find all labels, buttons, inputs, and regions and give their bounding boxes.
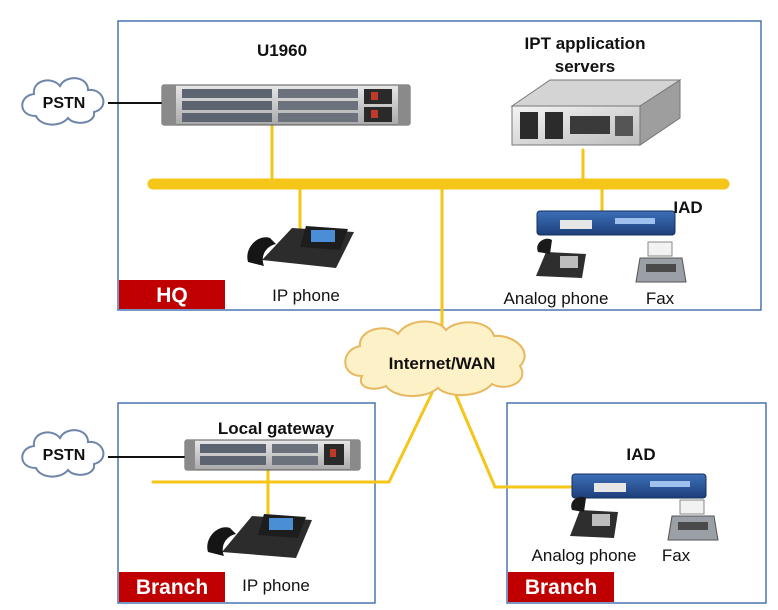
hq-frame: [117, 20, 762, 311]
ip-phone-label-branch: IP phone: [242, 576, 310, 595]
link-wan-branch-left: [387, 391, 434, 484]
local-gateway-device: [184, 439, 361, 471]
fax-branch-icon: [667, 499, 719, 541]
ip-phone-hq-icon: [247, 226, 354, 268]
iad-label-branch: IAD: [626, 445, 655, 464]
branch-right-tag: Branch: [508, 572, 614, 602]
fax-hq-icon: [635, 241, 687, 283]
pstn-cloud-branch: PSTN: [21, 429, 105, 478]
pstn-label-branch: PSTN: [43, 447, 86, 464]
branch-left-tag: Branch: [119, 572, 225, 602]
u1960-label: U1960: [257, 41, 307, 60]
hq-tag-label: HQ: [156, 284, 188, 307]
analog-phone-label-hq: Analog phone: [504, 289, 609, 308]
hq-tag: HQ: [119, 280, 225, 309]
gateway-label: Local gateway: [218, 419, 335, 438]
branch-left-frame: [117, 402, 376, 604]
analog-phone-hq-icon: [536, 238, 586, 278]
wan-cloud: Internet/WAN: [344, 320, 526, 397]
fax-label-branch: Fax: [662, 546, 691, 565]
branch-right-tag-label: Branch: [525, 576, 597, 599]
wan-label: Internet/WAN: [389, 354, 496, 373]
ip-phone-label-hq: IP phone: [272, 286, 340, 305]
branch-left-tag-label: Branch: [136, 576, 208, 599]
iad-device-hq: [536, 210, 676, 236]
link-wan-branch-right: [453, 391, 497, 489]
branch-right-frame: [506, 402, 767, 604]
ip-phone-branch-icon: [207, 514, 312, 558]
fax-label-hq: Fax: [646, 289, 675, 308]
server-label-line1: IPT application: [525, 34, 646, 53]
analog-phone-label-branch: Analog phone: [532, 546, 637, 565]
pstn-label-hq: PSTN: [43, 95, 86, 112]
iad-device-branch: [571, 473, 707, 499]
analog-phone-branch-icon: [570, 496, 618, 538]
u1960-device: [161, 84, 411, 126]
ipt-server-device: [510, 79, 682, 146]
iad-label-hq: IAD: [673, 198, 702, 217]
pstn-cloud-hq: PSTN: [21, 77, 105, 126]
network-links: [147, 124, 730, 520]
server-label-line2: servers: [555, 57, 616, 76]
